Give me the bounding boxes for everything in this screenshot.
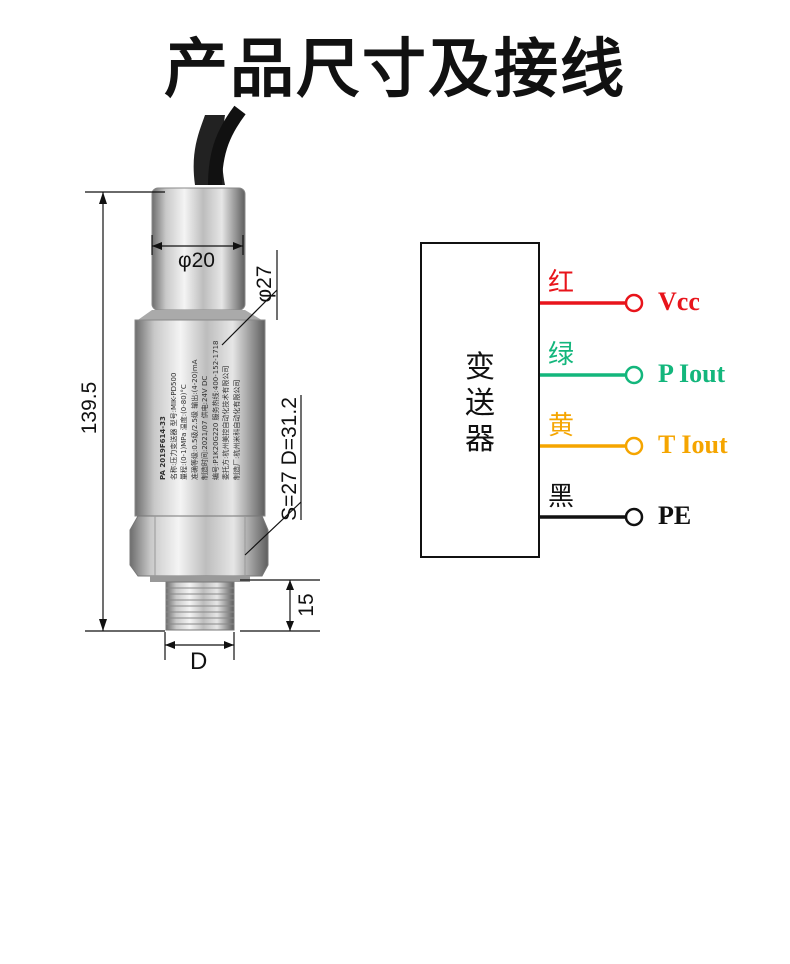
- sensor-hex: [129, 515, 269, 577]
- dim-body-diameter: φ27: [253, 265, 276, 303]
- dim-top-diameter: φ20: [178, 249, 215, 272]
- label-line: 编号:P1K20G220 服务热线:400-152-1718: [211, 340, 220, 481]
- wires: [538, 301, 626, 519]
- dim-thread: D: [190, 648, 208, 675]
- dim-thread-length: 15: [295, 593, 318, 617]
- label-line: 委托方:杭州美控自动化技术有限公司: [222, 365, 230, 480]
- label-line: 名称:压力变送器 型号:MIK-PD500: [169, 372, 178, 480]
- page-title: 产品尺寸及接线: [164, 33, 626, 107]
- transmitter-box: [420, 242, 540, 558]
- signal-pe: PE: [658, 501, 692, 530]
- sensor-body: [134, 319, 266, 517]
- dim-hex: S=27 D=31.2: [278, 397, 301, 521]
- label-line: 量程:(0-1)MPa 温度:(0-80)°C: [180, 384, 188, 480]
- terminal-pe: [624, 507, 644, 527]
- product-label: PA 2019F614-33 名称:压力变送器 型号:MIK-PD500 量程:…: [150, 335, 250, 481]
- label-line: 制造厂:杭州米科自动化有限公司: [232, 379, 241, 480]
- label-line: PA 2019F614-33: [159, 416, 167, 480]
- dim-length: 139.5: [78, 381, 101, 435]
- wire-color-red: 红: [548, 268, 575, 298]
- wire-color-green: 绿: [548, 340, 575, 370]
- transmitter-label: 变送器: [465, 350, 495, 457]
- signal-vcc: Vcc: [658, 287, 700, 316]
- wire-color-yellow: 黄: [548, 411, 575, 441]
- label-line: 准确等级:0.5级/2.5级 输出:(4-20)mA: [190, 359, 199, 480]
- signal-p-iout: P Iout: [658, 359, 726, 388]
- terminal-vcc: [624, 293, 644, 313]
- label-line: 制造时间:2021/07 供电:24V DC: [201, 375, 209, 480]
- wire-color-black: 黑: [548, 482, 575, 512]
- terminal-p-iout: [624, 365, 644, 385]
- signal-t-iout: T Iout: [658, 430, 728, 459]
- dimension-lines: [85, 191, 320, 660]
- terminal-t-iout: [624, 436, 644, 456]
